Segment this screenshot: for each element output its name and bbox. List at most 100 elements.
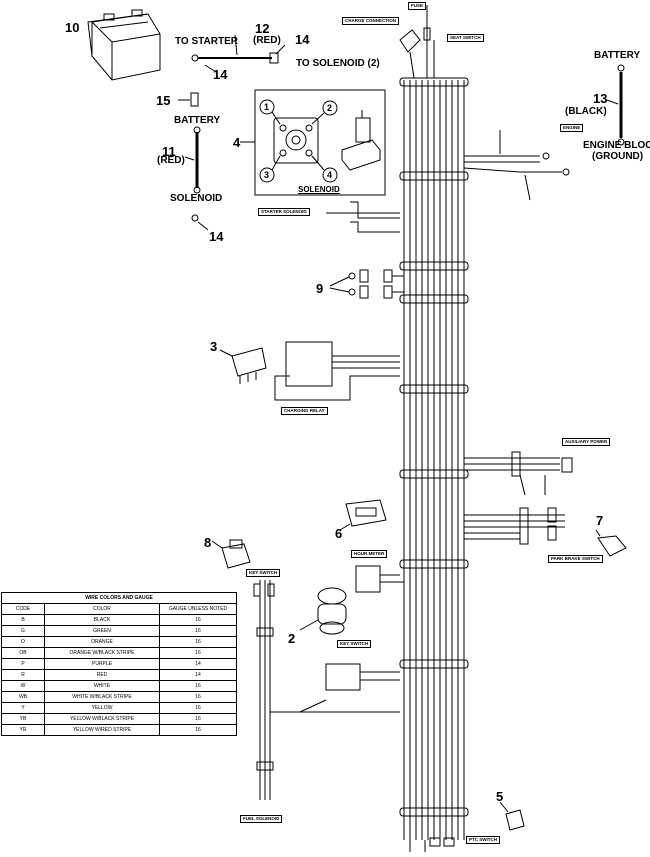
- table-cell: WHITE: [44, 680, 160, 692]
- table-cell: G: [1, 625, 45, 637]
- callout-12: 12: [255, 21, 270, 36]
- solenoid-caption: SOLENOID: [298, 185, 340, 194]
- table-cell: WB: [1, 691, 45, 703]
- table-cell: GREEN: [44, 625, 160, 637]
- table-cell: YELLOW W/RED STRIPE: [44, 724, 160, 736]
- battery-label-left: BATTERY: [174, 115, 221, 126]
- wire-colors-table: WIRE COLORS AND GAUGE CODE COLOR GAUGE U…: [1, 592, 237, 736]
- table-cell: 16: [159, 614, 237, 626]
- table-cell: 16: [159, 702, 237, 714]
- solenoid-label-left: SOLENOID: [170, 193, 223, 204]
- callout-7: 7: [596, 513, 604, 528]
- table-cell: W: [1, 680, 45, 692]
- table-cell: YR: [1, 724, 45, 736]
- to-starter-label: TO STARTER: [175, 36, 238, 47]
- solenoid-terminal-3: 3: [264, 170, 270, 180]
- tag-auxiliary-power: AUXILIARY POWER: [562, 438, 611, 446]
- starter-cable-icon: [191, 34, 286, 64]
- ground-label: (GROUND): [592, 151, 644, 162]
- callout-11-color: (RED): [157, 155, 185, 166]
- table-cell: 16: [159, 647, 237, 659]
- relay-icon: [231, 347, 267, 384]
- wire-table-header-code: CODE: [1, 603, 45, 615]
- tag-starter-solenoid: STARTER SOLENOID: [258, 208, 310, 216]
- main-harness-trunk: [399, 77, 469, 840]
- table-cell: PURPLE: [44, 658, 160, 670]
- callout-14b: 14: [213, 67, 228, 82]
- callout-8: 8: [204, 535, 212, 550]
- table-cell: 14: [159, 658, 237, 670]
- wire-table-header-color: COLOR: [44, 603, 160, 615]
- hour-meter-icon: [339, 499, 387, 531]
- table-cell: O: [1, 636, 45, 648]
- table-cell: 16: [159, 713, 237, 725]
- table-cell: Y: [1, 702, 45, 714]
- callout-12-color: (RED): [253, 35, 281, 46]
- table-cell: 16: [159, 625, 237, 637]
- callout-3: 3: [210, 339, 218, 354]
- wire-table-title: WIRE COLORS AND GAUGE: [1, 592, 237, 604]
- tag-hour-meter: HOUR METER: [351, 550, 388, 558]
- black-ground-cable-icon: [606, 64, 625, 146]
- callout-2: 2: [288, 631, 296, 646]
- tag-key-switch-upper: KEY SWITCH: [246, 569, 281, 577]
- table-cell: OB: [1, 647, 45, 659]
- tag-charge-connection: CHARGE CONNECTION: [342, 17, 400, 25]
- solenoid-icon: [259, 99, 381, 183]
- callout-14c: 14: [209, 229, 224, 244]
- tag-park-brake-switch: PARK BRAKE SWITCH: [548, 555, 603, 563]
- callout-15: 15: [156, 93, 171, 108]
- callout-14a: 14: [295, 32, 310, 47]
- red-battery-cable-icon: [184, 126, 201, 194]
- callout-13: 13: [593, 91, 608, 106]
- callout-10: 10: [65, 20, 80, 35]
- table-cell: ORANGE W/BLACK STRIPE: [44, 647, 160, 659]
- tag-charging-relay: CHARGING RELAY: [281, 407, 328, 415]
- tag-ptc-switch: PTC SWITCH: [466, 836, 500, 844]
- table-cell: 16: [159, 680, 237, 692]
- connector-15-icon: [190, 92, 199, 107]
- callout-11: 11: [162, 144, 176, 159]
- tag-fuse: FUSE: [408, 2, 427, 10]
- engine-block-label: ENGINE BLOCK: [583, 140, 650, 151]
- table-cell: 16: [159, 636, 237, 648]
- tag-engine: ENGINE: [560, 124, 584, 132]
- table-cell: B: [1, 614, 45, 626]
- battery-label-right: BATTERY: [594, 50, 641, 61]
- table-cell: YELLOW: [44, 702, 160, 714]
- callout-4: 4: [233, 135, 241, 150]
- table-cell: 16: [159, 724, 237, 736]
- table-cell: R: [1, 669, 45, 681]
- callout-6: 6: [335, 526, 343, 541]
- to-solenoid-label: TO SOLENOID (2): [296, 58, 380, 69]
- table-cell: YELLOW W/BLACK STRIPE: [44, 713, 160, 725]
- ptc-switch-icon: [211, 539, 251, 569]
- tag-seat-switch: SEAT SWITCH: [447, 34, 484, 42]
- table-cell: BLACK: [44, 614, 160, 626]
- callout-5: 5: [496, 789, 504, 804]
- callout-13-color: (BLACK): [565, 106, 607, 117]
- callout-9: 9: [316, 281, 324, 296]
- solenoid-terminal-2: 2: [327, 103, 333, 113]
- park-brake-switch-icon: [595, 529, 627, 557]
- tag-fuel-solenoid: FUEL SOLENOID: [240, 815, 283, 823]
- key-switch-icon: [299, 587, 347, 635]
- seat-switch-icon: [499, 801, 525, 831]
- table-cell: 16: [159, 691, 237, 703]
- solenoid-terminal-1: 1: [264, 102, 270, 112]
- table-cell: ORANGE: [44, 636, 160, 648]
- table-cell: P: [1, 658, 45, 670]
- battery-icon: [87, 9, 161, 81]
